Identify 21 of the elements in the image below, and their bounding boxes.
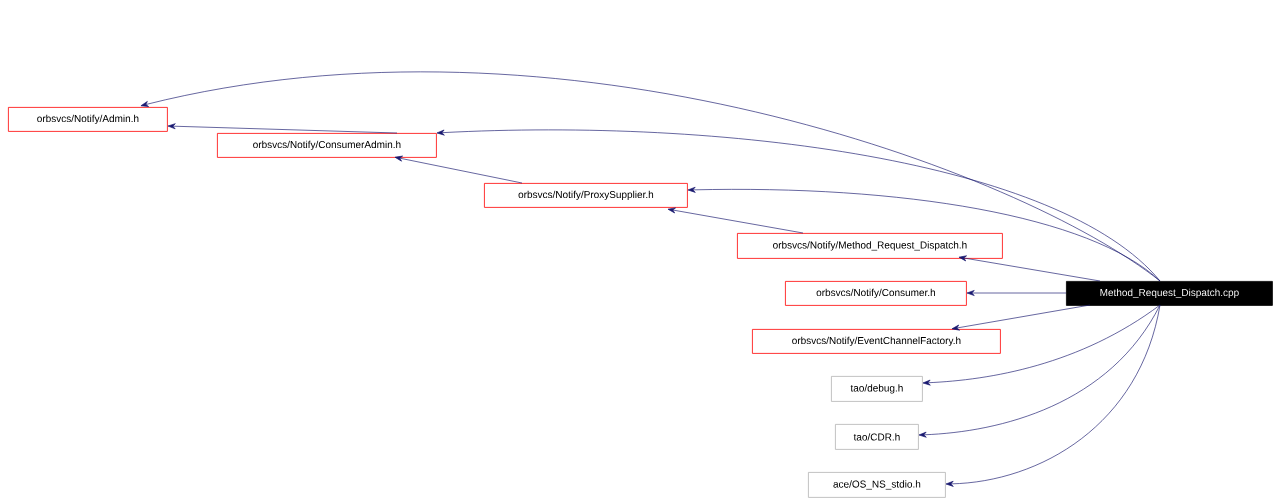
arrow (667, 207, 804, 234)
arrow (167, 123, 398, 134)
file-box: Method_Request_Dispatch.cpp (1066, 281, 1273, 306)
arrow (918, 304, 1161, 438)
arrow (966, 290, 1067, 296)
file-box: tao/CDR.h (835, 424, 919, 450)
file-box: orbsvcs/Notify/EventChannelFactory.h (752, 329, 1001, 354)
file-box: orbsvcs/Notify/Admin.h (8, 107, 168, 132)
arrow (922, 304, 1161, 386)
arrow (687, 186, 1161, 282)
file-box: tao/debug.h (831, 376, 923, 402)
file-box: orbsvcs/Notify/Method_Request_Dispatch.h (737, 233, 1003, 259)
file-box: orbsvcs/Notify/ConsumerAdmin.h (217, 133, 437, 158)
file-box: ace/OS_NS_stdio.h (808, 472, 946, 498)
arrow (394, 155, 523, 184)
arrow (436, 129, 1161, 282)
arrow (945, 304, 1161, 487)
file-box: orbsvcs/Notify/ProxySupplier.h (484, 183, 688, 208)
file-box: orbsvcs/Notify/Consumer.h (785, 281, 967, 306)
arrow (951, 304, 1091, 331)
arrow (958, 255, 1101, 282)
